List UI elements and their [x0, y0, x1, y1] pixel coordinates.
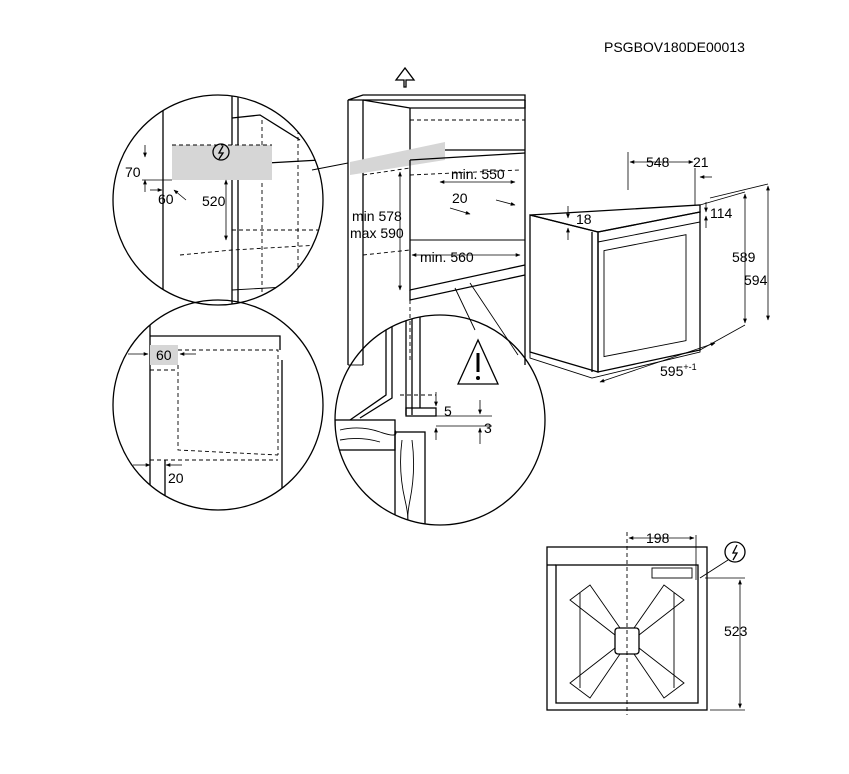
label-114: 114: [710, 205, 733, 221]
label-max590: max 590: [350, 225, 404, 241]
label-595: 595+-1: [660, 362, 697, 379]
label-594: 594: [744, 272, 768, 288]
label-60-middle: 60: [156, 347, 172, 363]
detail-circle-bottom: 5 3: [334, 314, 546, 526]
label-520: 520: [202, 193, 226, 209]
detail-circle-middle: 60 20: [112, 299, 324, 511]
oven-drawing: 548 21 18 114 589 594 595+-1: [529, 152, 770, 383]
label-20-cabinet: 20: [452, 190, 468, 206]
label-198: 198: [646, 530, 670, 546]
label-595-value: 595: [660, 363, 684, 379]
power-symbol-icon: [724, 541, 746, 563]
document-code: PSGBOV180DE00013: [604, 39, 745, 55]
label-min550: min. 550: [451, 166, 505, 182]
label-20-middle: 20: [168, 470, 184, 486]
label-18: 18: [576, 211, 592, 227]
label-3: 3: [484, 420, 492, 436]
label-523: 523: [724, 623, 748, 639]
detail-circle-top: 70 60 520: [112, 94, 324, 306]
label-595-tolerance: +-1: [683, 362, 696, 372]
label-min578: min 578: [352, 208, 402, 224]
label-60-top: 60: [158, 191, 174, 207]
label-70: 70: [125, 164, 141, 180]
arrow-up-icon: [394, 66, 416, 88]
label-5: 5: [444, 403, 452, 419]
label-589: 589: [732, 249, 756, 265]
label-min560: min. 560: [420, 249, 474, 265]
power-symbol-icon: [212, 143, 230, 161]
wood-hatch-icon: [335, 419, 426, 525]
warning-icon: [456, 338, 500, 385]
cabinet-drawing: min. 550 20 min 578 max 590 min. 560: [311, 66, 526, 366]
label-21: 21: [693, 154, 709, 170]
bottom-view-drawing: 198 523: [546, 530, 748, 715]
fan-cover: [569, 584, 685, 699]
label-548: 548: [646, 154, 670, 170]
